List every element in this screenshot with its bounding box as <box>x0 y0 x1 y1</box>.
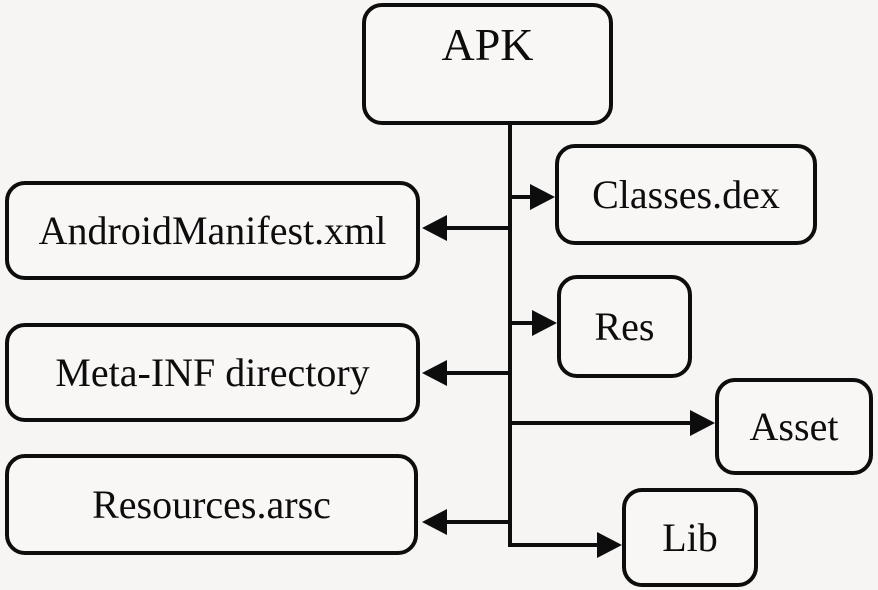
connector-android-manifest-line <box>445 226 510 230</box>
arrowhead-right-lib-icon <box>597 532 622 558</box>
arrowhead-right-classes-dex-icon <box>530 184 555 210</box>
connector-resources-arsc-line <box>445 520 510 524</box>
node-resources-arsc-label: Resources.arsc <box>92 481 331 527</box>
connector-res-line <box>510 321 535 325</box>
node-res-label: Res <box>594 303 655 349</box>
arrowhead-left-resources-arsc-icon <box>422 509 447 535</box>
arrowhead-right-res-icon <box>532 310 557 336</box>
node-lib: Lib <box>622 488 758 587</box>
node-res: Res <box>557 275 692 378</box>
connector-trunk-line <box>508 123 512 547</box>
node-classes-dex: Classes.dex <box>555 144 817 245</box>
connector-asset-line <box>510 421 693 425</box>
node-lib-label: Lib <box>662 514 718 560</box>
connector-classes-dex-line <box>510 195 535 199</box>
arrowhead-right-asset-icon <box>690 410 715 436</box>
node-apk-label: APK <box>441 19 534 70</box>
node-apk: APK <box>362 3 613 125</box>
node-classes-dex-label: Classes.dex <box>592 171 780 217</box>
node-android-manifest: AndroidManifest.xml <box>5 181 420 280</box>
node-android-manifest-label: AndroidManifest.xml <box>38 207 387 253</box>
node-resources-arsc: Resources.arsc <box>5 454 418 555</box>
node-asset: Asset <box>715 378 873 475</box>
arrowhead-left-android-manifest-icon <box>422 215 447 241</box>
arrowhead-left-meta-inf-icon <box>422 360 447 386</box>
node-asset-label: Asset <box>749 403 839 449</box>
connector-meta-inf-line <box>445 371 510 375</box>
connector-lib-line <box>508 543 600 547</box>
node-meta-inf: Meta-INF directory <box>5 323 420 422</box>
node-meta-inf-label: Meta-INF directory <box>55 349 370 395</box>
